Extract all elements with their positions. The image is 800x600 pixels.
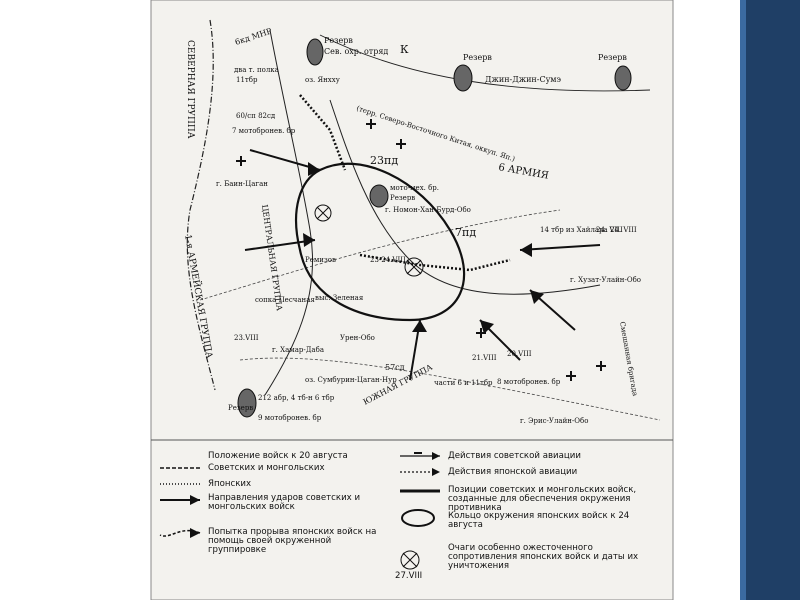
resistance-centers	[314, 204, 424, 277]
encirclement-ring	[295, 162, 466, 322]
strike-arrows	[244, 149, 601, 381]
label-mot9: 9 мотобронев. бр	[258, 414, 322, 422]
label-k: К	[400, 43, 409, 56]
label-sev-otr: Сев. охр. отряд	[324, 47, 388, 56]
label-dvat: два т. полка	[234, 66, 279, 74]
reserve-oval-center	[369, 184, 389, 208]
label-motomeh: мото-мех. бр.	[390, 184, 439, 192]
legend-ring: Кольцо окружения японских войск к 24 авг…	[448, 511, 630, 531]
label-huzat: г. Хузат-Улайн-Обо	[570, 276, 641, 284]
label-mot7: 7 мотобронев. бр	[232, 127, 296, 135]
reserve-oval-tl	[306, 38, 324, 66]
label-reserve-mid: Резерв	[463, 53, 492, 62]
label-date-2324: 23-24.VIII	[370, 256, 406, 264]
track-south	[239, 357, 661, 421]
label-hamar: г. Хамар-Даба	[272, 346, 324, 354]
label-reserve-center: Резерв	[390, 194, 415, 202]
label-reserve-bl: Резерв	[228, 404, 253, 412]
legend-positions: Позиции советских и монгольских войск, с…	[448, 485, 637, 514]
label-north-group: СЕВЕРНАЯ ГРУППА	[185, 40, 195, 139]
label-23pd: 23пд	[370, 154, 398, 167]
legend-pos20: Положение войск к 20 августа	[208, 451, 348, 461]
label-14tbr: 14 тбр из Хайлара 24. VIII	[540, 226, 637, 234]
legend-breakout: Попытка прорыва японских войск на помощь…	[208, 527, 377, 556]
legend-jap-air: Действия японской авиации	[448, 467, 578, 477]
japanese-position-north	[299, 94, 347, 171]
label-7pd: 7пд	[455, 226, 476, 239]
label-smesh: Смешанная бригада	[618, 321, 639, 397]
label-djin: Джин-Джин-Сумэ	[485, 75, 562, 84]
aircraft-symbols	[236, 119, 606, 381]
label-ureng: Урен-Обо	[340, 334, 375, 342]
label-57sd: 57сд	[385, 363, 405, 372]
label-chasti: части 6 и 11тбр	[434, 379, 493, 387]
label-bain: г. Баин-Цаган	[216, 180, 268, 188]
label-date-21: 21.VIII	[472, 354, 497, 362]
map-frame	[151, 0, 673, 600]
state-border-line	[186, 19, 216, 391]
reserve-oval-mid	[453, 64, 473, 92]
label-date-24: 24. VIII	[596, 226, 623, 234]
legend-japan: Японских	[208, 479, 252, 489]
label-reserve-tr: Резерв	[598, 53, 627, 62]
legend-centers: Очаги особенно ожесточенного сопротивлен…	[448, 543, 639, 572]
legend-directions: Направления ударов советских и монгольск…	[208, 493, 361, 513]
slide-sidebar	[740, 0, 800, 600]
label-212abr: 212 абр, 4 тб-н 6 тбр	[258, 394, 335, 402]
label-yankhu: оз. Янхху	[305, 76, 341, 84]
sidebar-accent	[740, 0, 746, 600]
label-date-23: 23.VIII	[234, 334, 259, 342]
reserve-oval-tr	[614, 65, 632, 91]
label-mot8: 8 мотобронев. бр	[497, 378, 561, 386]
legend-date-sample: 27.VIII	[395, 571, 423, 581]
label-sumbur: оз. Сумбурин-Цаган-Нур	[305, 376, 397, 384]
label-60sp: 60/сп 82сд	[236, 112, 276, 120]
label-zelen: выс. Зеленая	[315, 294, 364, 302]
legend-sov-air: Действия советской авиации	[448, 451, 581, 461]
label-nomon: г. Номон-Хан-Бурд-Обо	[385, 206, 471, 214]
japanese-position-central	[359, 253, 511, 272]
label-date-20: 20.VIII	[507, 350, 532, 358]
label-reserve-tl: Резерв	[324, 36, 353, 45]
reserve-oval-bl	[237, 388, 257, 418]
legend-sov-mong: Советских и монгольских	[208, 463, 325, 473]
label-remen: Ремизов	[305, 256, 336, 264]
track-central	[199, 209, 561, 301]
label-6-army: 6 АРМИЯ	[497, 162, 549, 182]
legend-symbols	[159, 452, 440, 570]
label-bd-mnr: 6кд МНР	[234, 26, 274, 47]
map-border	[150, 0, 674, 600]
label-11tbr: 11тбр	[236, 76, 258, 84]
label-pesch: сопка Песчаная	[255, 296, 315, 304]
khalkhin-gol-river	[264, 29, 313, 396]
label-eris: г. Эрис-Улайн-Обо	[520, 417, 588, 425]
